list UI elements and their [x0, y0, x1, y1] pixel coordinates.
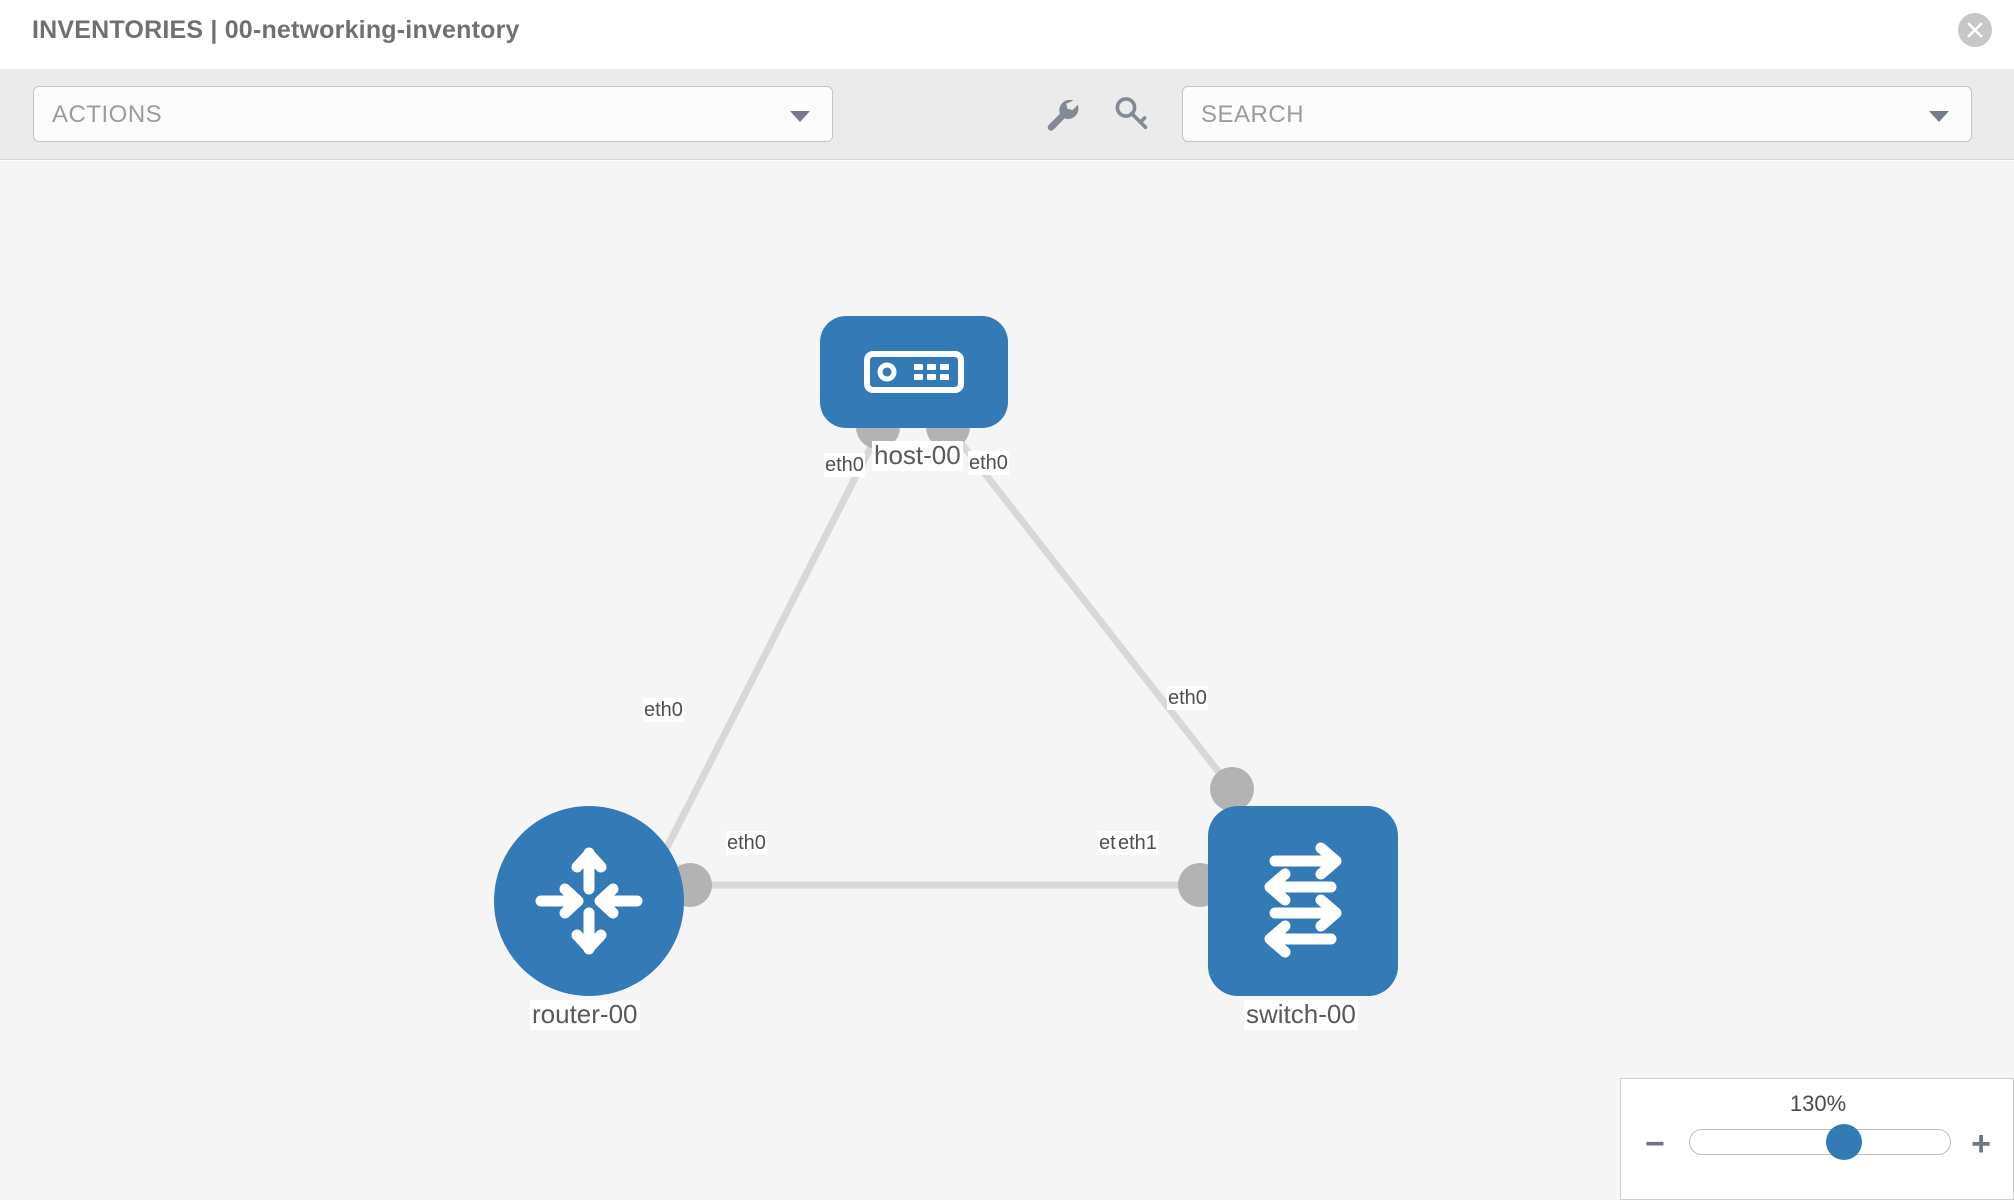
server-icon [864, 351, 964, 393]
topology-canvas[interactable]: host-00 rout [0, 161, 2014, 1200]
edge-label-switch-left-eth1: eth1 [1117, 831, 1158, 855]
edge-label-switch-up: eth0 [1167, 686, 1208, 710]
topology-graph [656, 405, 1254, 907]
switch-icon [1264, 842, 1342, 958]
router-icon [535, 847, 643, 955]
edge-label-host-right: eth0 [968, 451, 1009, 475]
chevron-down-icon [1929, 111, 1949, 122]
toolbar: ACTIONS SEARCH [0, 70, 2014, 160]
node-switch-00-shape[interactable] [1208, 806, 1398, 996]
zoom-out-button[interactable]: − [1645, 1125, 1665, 1163]
port-switch-top[interactable] [1210, 767, 1254, 811]
actions-dropdown[interactable]: ACTIONS [33, 86, 833, 142]
edge-host-switch[interactable] [947, 426, 1235, 792]
close-button[interactable] [1958, 13, 1992, 47]
actions-dropdown-label: ACTIONS [52, 101, 163, 128]
search-dropdown[interactable]: SEARCH [1182, 86, 1972, 142]
search-input-placeholder: SEARCH [1201, 101, 1305, 128]
zoom-in-button[interactable]: + [1971, 1125, 1991, 1163]
key-button[interactable] [1110, 92, 1154, 136]
node-router-00-label: router-00 [530, 999, 640, 1030]
zoom-slider[interactable] [1689, 1124, 1951, 1160]
node-host-00-shape[interactable] [820, 316, 1008, 428]
key-icon [1115, 97, 1148, 130]
edge-label-router-up: eth0 [643, 698, 684, 722]
zoom-control-panel: 130% − + [1620, 1078, 2014, 1200]
edge-host-router[interactable] [656, 427, 884, 863]
zoom-level-value: 130% [1789, 1091, 1847, 1116]
wrench-button[interactable] [1040, 92, 1084, 136]
node-switch-00-label: switch-00 [1244, 999, 1358, 1030]
edge-label-router-right: eth0 [726, 831, 767, 855]
zoom-slider-thumb[interactable] [1825, 1124, 1862, 1160]
node-host-00-label: host-00 [872, 440, 963, 471]
close-icon [1967, 22, 1983, 38]
node-router-00-shape[interactable] [494, 806, 684, 996]
page-header: INVENTORIES | 00-networking-inventory [0, 0, 2014, 70]
edge-label-host-left: eth0 [824, 453, 865, 477]
chevron-down-icon [790, 111, 810, 122]
wrench-icon [1047, 99, 1079, 131]
page-title: INVENTORIES | 00-networking-inventory [32, 16, 520, 44]
